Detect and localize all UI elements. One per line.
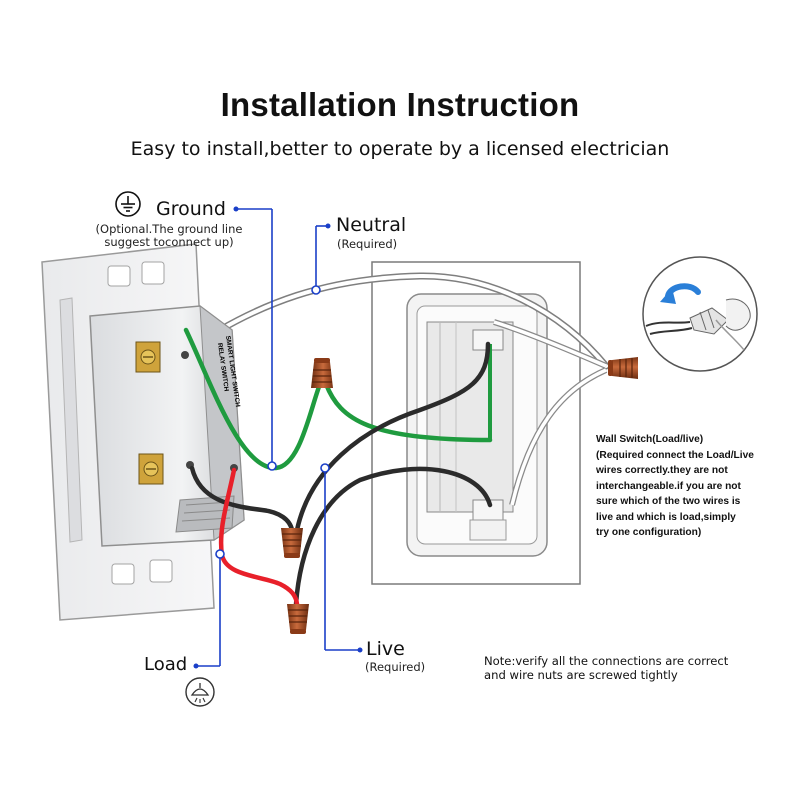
wall-box xyxy=(371,261,581,585)
ground-note: (Optional.The ground line suggest toconn… xyxy=(84,223,254,249)
wall-switch-line: wires correctly.they are not xyxy=(596,465,728,476)
neutral-label: Neutral xyxy=(336,214,407,236)
ground-icon xyxy=(115,191,141,217)
ground-note-line2: suggest toconnect up) xyxy=(104,235,234,249)
live-wire xyxy=(294,341,491,533)
live-pointer xyxy=(320,463,363,653)
light-fixture-icon xyxy=(185,677,215,707)
wire-nut-ground xyxy=(310,357,334,389)
wire-twist-icon xyxy=(642,256,758,372)
load-pointer xyxy=(193,549,225,669)
page-subtitle: Easy to install,better to operate by a l… xyxy=(130,138,670,160)
wall-switch-line: sure which of the two wires is xyxy=(596,496,741,507)
note-line1: Note:verify all the connections are corr… xyxy=(484,654,729,668)
page-title: Installation Instruction xyxy=(220,86,580,123)
wire-nut-live xyxy=(286,603,310,635)
live-label: Live xyxy=(366,638,405,660)
ground-label: Ground xyxy=(156,198,226,220)
note-line2: and wire nuts are screwed tightly xyxy=(484,668,678,682)
live-note: (Required) xyxy=(365,660,426,674)
verification-note: Note:verify all the connections are corr… xyxy=(484,654,784,682)
wire-nut-switch-live xyxy=(280,527,304,559)
wall-switch-line: live and which is load,simply xyxy=(596,511,736,523)
neutral-pointer xyxy=(311,223,331,295)
load-label: Load xyxy=(144,654,188,675)
wire-nut-neutral xyxy=(607,356,639,380)
wall-switch-note: Wall Switch(Load/live) (Required connect… xyxy=(596,432,796,541)
load-wire xyxy=(218,467,300,607)
ground-pointer xyxy=(233,206,277,471)
wall-switch-line: interchangeable.if you are not xyxy=(596,480,741,492)
wall-switch-title: Wall Switch(Load/live) xyxy=(596,434,704,445)
wall-switch-line: (Required connect the Load/Live xyxy=(596,449,754,461)
neutral-note: (Required) xyxy=(337,237,398,251)
wall-switch-line: try one configuration) xyxy=(596,527,702,538)
ground-note-line1: (Optional.The ground line xyxy=(95,222,243,236)
smart-switch: SMART LIGHT SWITCH RELAY SWITCH xyxy=(41,243,245,621)
